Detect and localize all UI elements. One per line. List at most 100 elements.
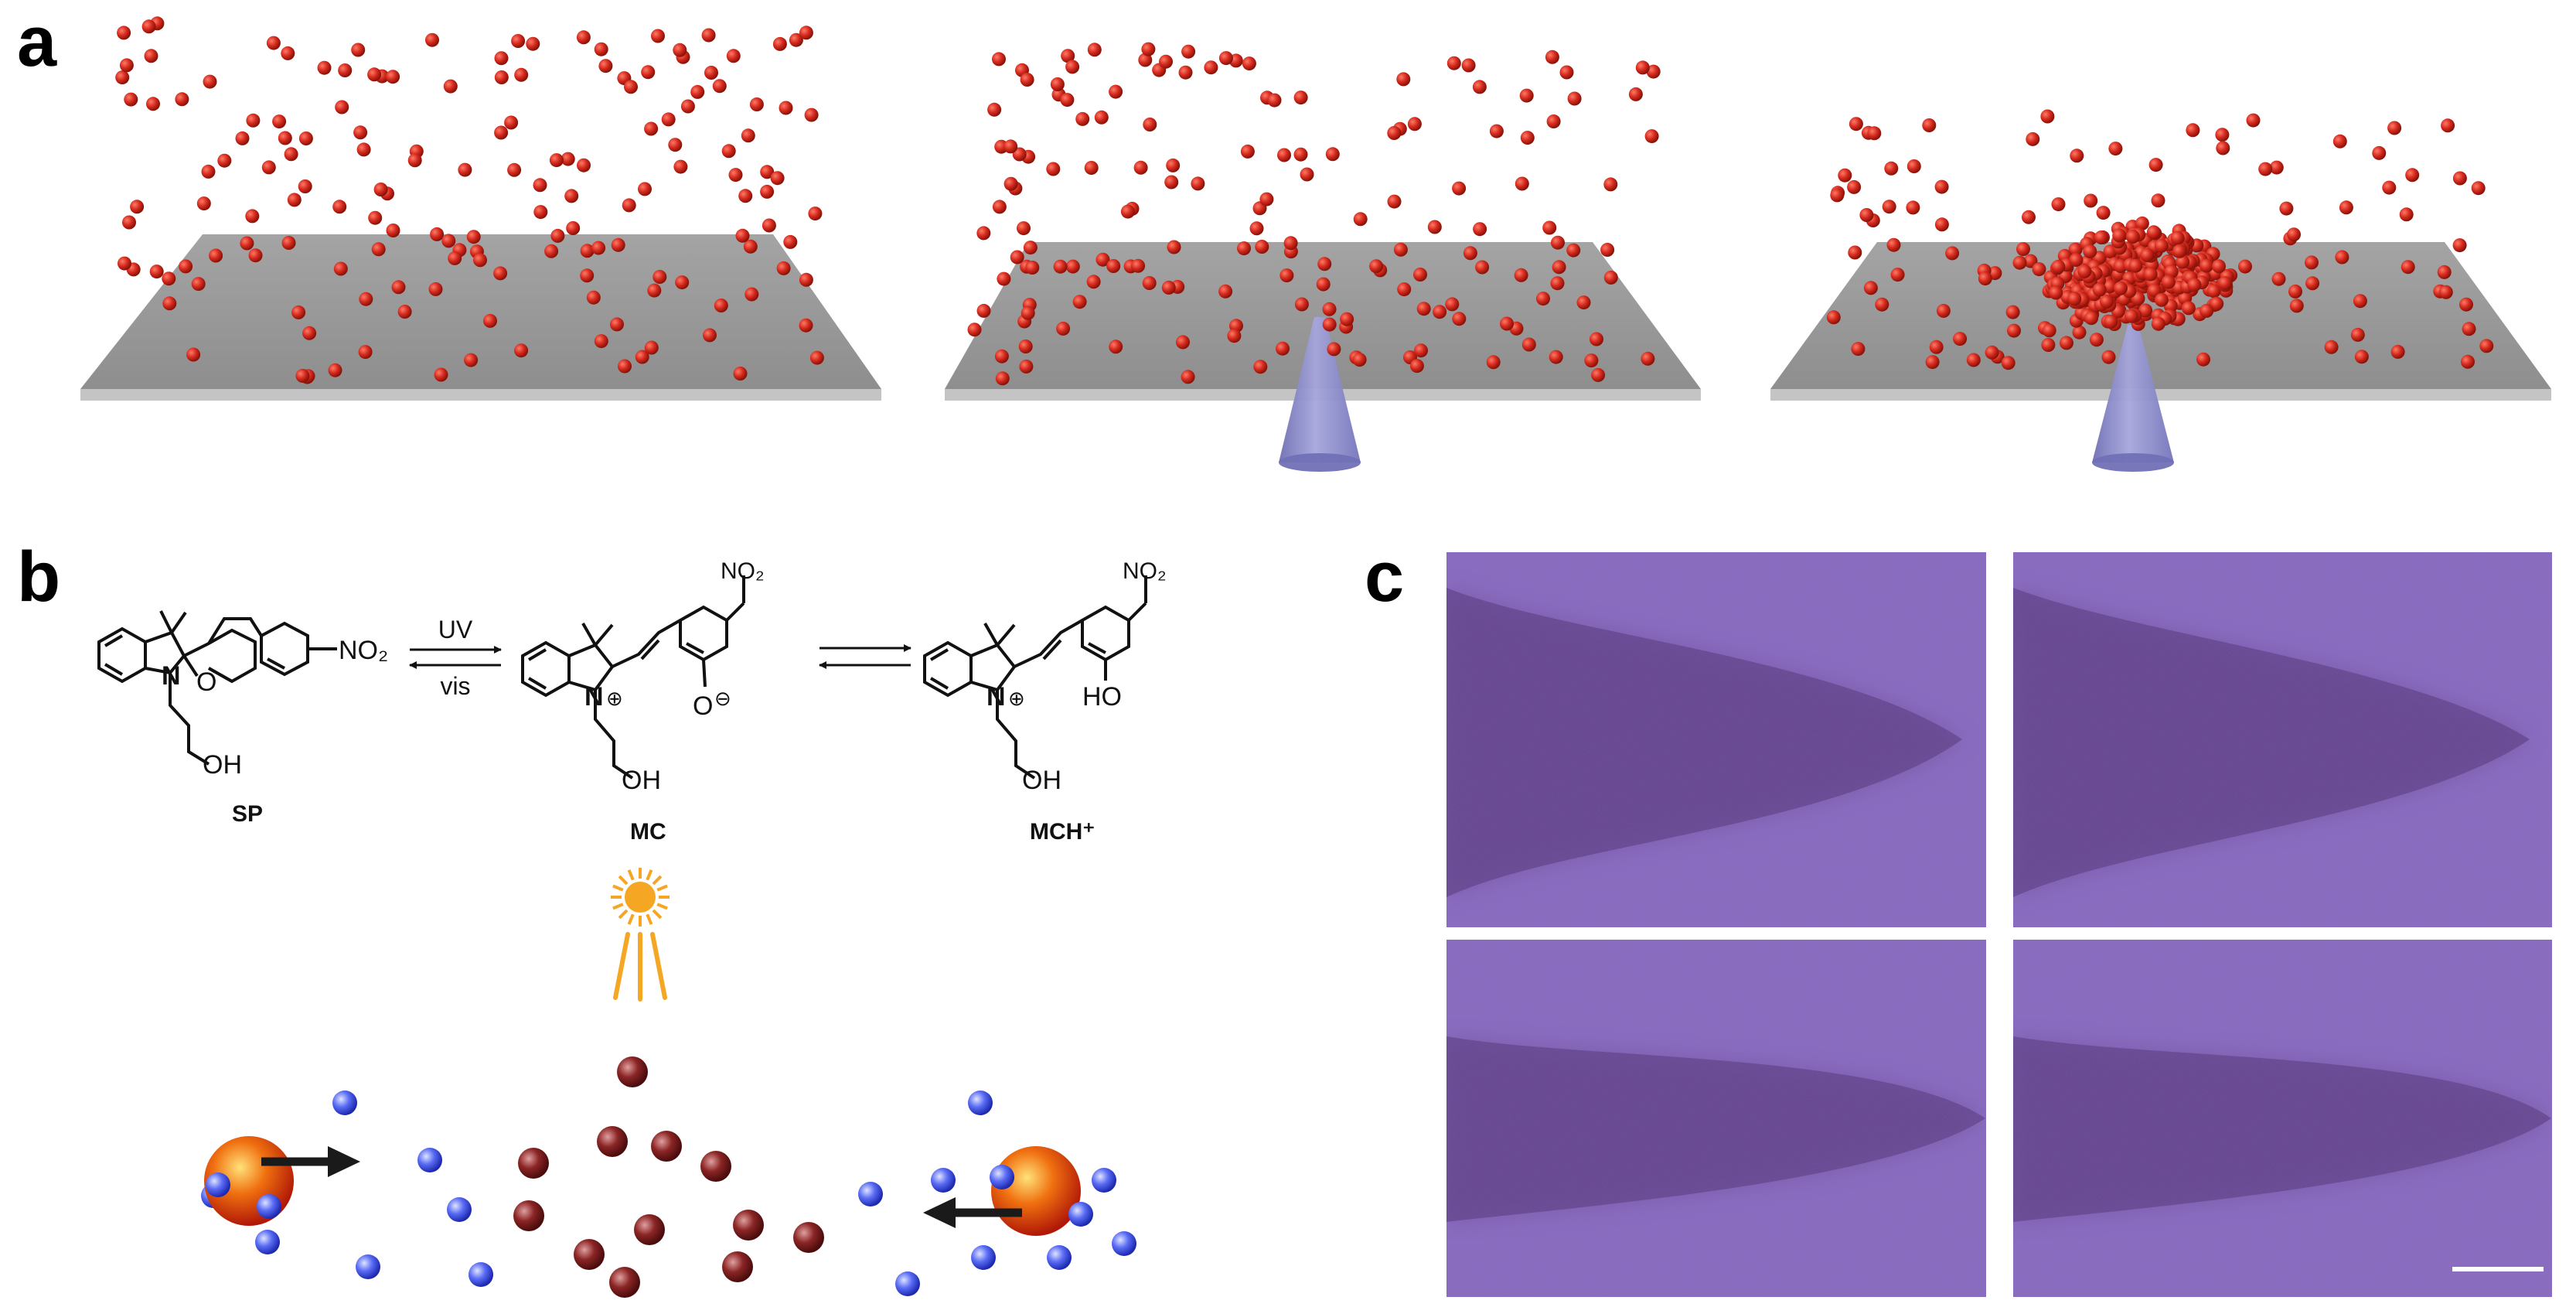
red-particle xyxy=(1277,148,1291,162)
red-particle xyxy=(1086,275,1101,289)
label-sp: SP xyxy=(232,801,263,827)
tracer-particle xyxy=(990,1165,1014,1189)
red-particle xyxy=(1830,188,1845,203)
red-particle xyxy=(514,343,529,358)
red-particle xyxy=(1003,176,1018,191)
tip-cone-3 xyxy=(2092,325,2174,462)
red-particle xyxy=(2140,247,2155,262)
red-particle xyxy=(2288,284,2302,299)
red-particle xyxy=(2269,160,2284,175)
red-particle xyxy=(566,221,581,235)
red-particle xyxy=(391,280,406,295)
red-particle xyxy=(799,26,813,40)
red-particle xyxy=(1486,355,1501,370)
red-particle xyxy=(2099,295,2114,309)
red-particle xyxy=(1922,118,1937,132)
red-particle xyxy=(2007,323,2021,338)
red-particle xyxy=(2246,113,2261,128)
red-particle xyxy=(2148,158,2163,172)
red-particle xyxy=(992,52,1006,67)
red-particle xyxy=(335,100,349,114)
red-particle xyxy=(246,113,261,128)
tracer-particle xyxy=(971,1245,996,1270)
red-particle xyxy=(464,353,479,367)
red-particle xyxy=(1514,268,1528,282)
red-particle xyxy=(1300,167,1314,182)
red-particle xyxy=(1461,58,1476,73)
red-particle xyxy=(1255,240,1269,254)
red-particle xyxy=(1181,370,1195,384)
red-particle xyxy=(483,313,497,328)
red-particle xyxy=(458,162,472,177)
red-particle xyxy=(2271,271,2286,286)
red-particle xyxy=(1552,260,1566,275)
red-particle xyxy=(1884,161,1899,176)
red-particle xyxy=(1283,236,1298,251)
red-particle xyxy=(1293,147,1308,162)
red-particle xyxy=(735,228,750,243)
red-particle xyxy=(2332,134,2347,148)
mc-particle xyxy=(597,1126,628,1157)
red-particle xyxy=(1934,217,1949,232)
red-particle xyxy=(2138,303,2153,318)
red-particle xyxy=(2387,121,2402,135)
red-particle xyxy=(284,147,298,162)
red-particle xyxy=(122,215,136,230)
red-particle xyxy=(618,359,632,374)
red-particle xyxy=(1106,259,1121,273)
tracer-particles xyxy=(201,1090,1136,1296)
sp-nitrogen: N xyxy=(162,661,181,691)
red-particle xyxy=(1515,176,1529,191)
red-particle xyxy=(317,60,332,75)
red-particle xyxy=(2216,141,2230,155)
tracer-particle xyxy=(255,1230,280,1254)
red-particle xyxy=(2096,206,2111,220)
red-particle xyxy=(2390,344,2405,359)
red-particle xyxy=(2181,301,2196,316)
red-particle xyxy=(1445,297,1460,312)
red-particle xyxy=(248,248,263,263)
arrow-right-icon xyxy=(328,1146,360,1177)
red-particle xyxy=(992,200,1007,214)
red-particle xyxy=(1316,277,1331,292)
tip-cone-2 xyxy=(1279,317,1361,462)
red-particle xyxy=(2005,305,2020,319)
sp-nitro: NO₂ xyxy=(339,636,388,665)
red-particle xyxy=(2339,200,2353,215)
protonation-arrows xyxy=(819,644,911,669)
red-particle xyxy=(1020,73,1034,87)
red-particle xyxy=(1369,259,1384,274)
tracer-particle xyxy=(858,1182,883,1206)
red-particle xyxy=(577,158,591,172)
red-particle xyxy=(1875,297,1889,312)
red-particle xyxy=(690,84,705,99)
red-particle xyxy=(1520,131,1535,145)
red-particle xyxy=(2143,267,2158,282)
red-particle xyxy=(2210,296,2224,311)
red-particle xyxy=(1178,65,1193,80)
red-particle xyxy=(594,42,608,56)
molecule-mc-labels: N ⊕ NO₂ O ⊖ OH MC xyxy=(584,558,765,845)
red-particle xyxy=(1294,297,1309,312)
red-particle xyxy=(776,261,791,275)
mc-particle xyxy=(651,1131,682,1162)
red-particle xyxy=(162,296,177,311)
red-particle xyxy=(2089,333,2104,347)
tracer-particle xyxy=(469,1262,493,1287)
red-particle xyxy=(2125,309,2138,323)
red-particle xyxy=(2154,238,2169,253)
red-particle xyxy=(1414,343,1428,358)
red-particle xyxy=(2084,311,2099,326)
red-particle xyxy=(1019,359,1034,374)
red-particle xyxy=(2112,228,2127,243)
red-particle xyxy=(1550,276,1565,291)
tracer-particle xyxy=(1092,1168,1116,1193)
red-particle xyxy=(1416,302,1431,316)
red-particle xyxy=(799,318,813,333)
red-particle xyxy=(2022,210,2036,224)
particle-cluster xyxy=(2043,225,2238,331)
red-particle xyxy=(2092,282,2107,297)
red-particle xyxy=(2199,303,2214,318)
red-particle xyxy=(1053,259,1068,274)
red-particle xyxy=(1906,200,1920,215)
